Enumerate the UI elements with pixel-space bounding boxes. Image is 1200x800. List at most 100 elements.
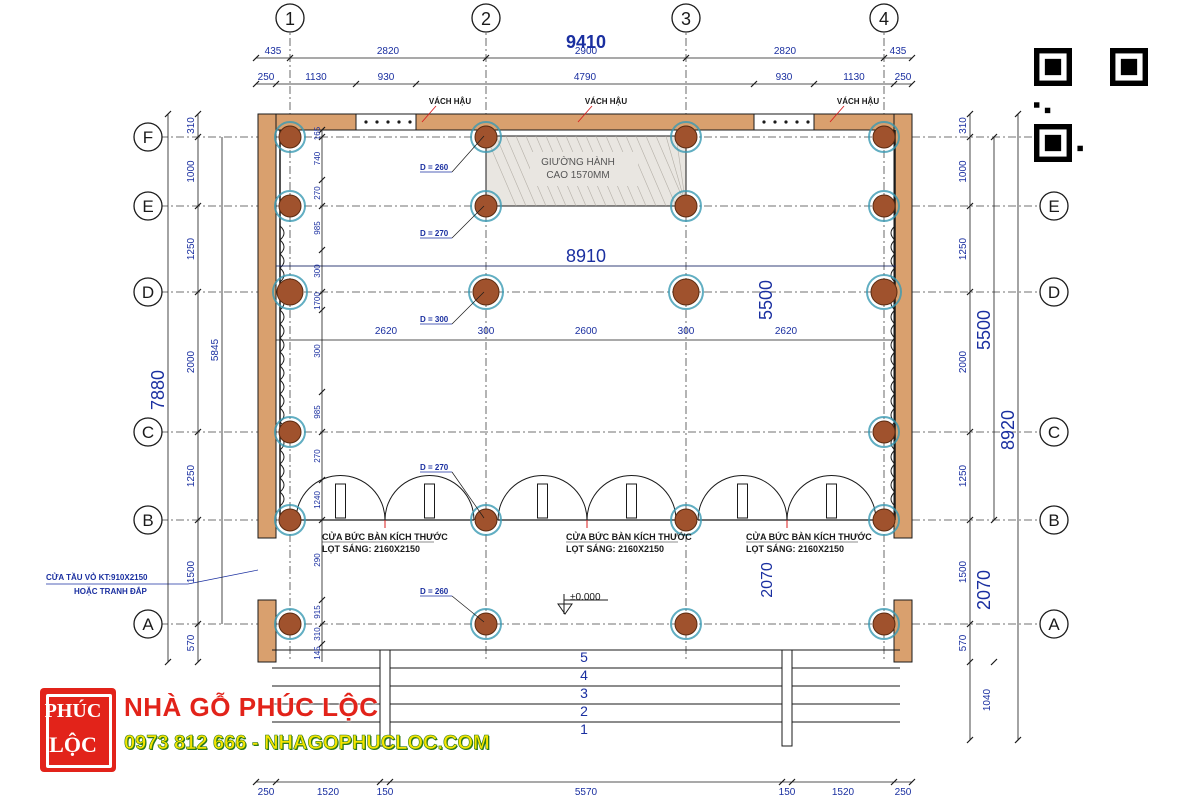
- panel-scallop-left: [279, 267, 285, 283]
- door-leaf: [424, 483, 435, 519]
- dim-top-row1: 2820: [377, 46, 400, 57]
- dim-left-inner: 1700: [313, 292, 322, 310]
- dim-tick: [352, 80, 360, 88]
- dim-tick: [966, 288, 974, 296]
- dim-tick: [890, 80, 898, 88]
- door-swing-arc: [295, 475, 386, 521]
- door-label: CỬA BỨC BÀN KÍCH THƯỚC: [566, 531, 692, 542]
- dim-left-grid: 2000: [186, 350, 197, 373]
- side-door-label: HOẶC TRANH ĐẮP: [74, 587, 148, 596]
- dim-right-grid: 2000: [958, 350, 969, 373]
- window-mark: [408, 120, 412, 124]
- column-ring: [272, 274, 308, 310]
- window-mark: [386, 120, 390, 124]
- door-label: LỌT SÁNG: 2160X2150: [566, 544, 664, 554]
- grid-bubble-col: [869, 3, 899, 33]
- door-leaf: [537, 483, 548, 519]
- dim-tick: [810, 80, 818, 88]
- column: [674, 125, 698, 149]
- qr-module: [1034, 102, 1040, 108]
- stair-rail-left: [379, 649, 391, 747]
- dim-tick: [194, 202, 202, 210]
- label-leader: [451, 135, 485, 173]
- window-mark: [375, 120, 379, 124]
- door-label: CỬA BỨC BÀN KÍCH THƯỚC: [322, 531, 448, 542]
- window-mark: [397, 120, 401, 124]
- dim-bottom: 1520: [317, 787, 340, 798]
- column: [278, 125, 302, 149]
- dim-right-step: 1040: [982, 688, 993, 711]
- back-wall-label: VÁCH HẬU: [585, 97, 627, 106]
- dim-left-inner: 145: [313, 646, 322, 660]
- dim-left-inner: 290: [313, 553, 322, 567]
- column-diameter-label: D = 300: [420, 315, 449, 324]
- dim-left-inner: 300: [313, 344, 322, 358]
- dim-left-grid: 1500: [186, 560, 197, 583]
- dim-tick: [318, 176, 326, 184]
- column-ring: [868, 190, 900, 222]
- label-leader: [577, 105, 593, 123]
- dim-right-grid: 1500: [958, 560, 969, 583]
- column: [674, 612, 698, 636]
- dim-tick: [990, 133, 998, 141]
- dim-tick: [318, 476, 326, 484]
- stair-step-number: 4: [580, 667, 588, 683]
- dim-tick: [318, 596, 326, 604]
- back-wall-label: VÁCH HẬU: [429, 97, 471, 106]
- grid-bubble-col: [275, 3, 305, 33]
- dim-tick: [164, 658, 172, 666]
- dim-tick: [252, 80, 260, 88]
- dim-tick: [318, 306, 326, 314]
- column: [474, 194, 498, 218]
- window-mark: [762, 120, 766, 124]
- brand-logo: PHÚC LỘC: [40, 688, 116, 772]
- interior-front-dim: 2070: [759, 562, 776, 598]
- column: [872, 508, 896, 532]
- column: [872, 612, 896, 636]
- column-diameter-label: D = 270: [420, 229, 449, 238]
- dim-top-row1: 435: [890, 46, 907, 57]
- dim-top-row1: 2820: [774, 46, 797, 57]
- wall-right-upper: [893, 113, 913, 539]
- dim-left-inner: 740: [313, 151, 322, 165]
- back-window: [355, 113, 417, 131]
- door-swing-arc: [384, 475, 475, 521]
- label-leader: [187, 569, 259, 585]
- dim-tick: [966, 202, 974, 210]
- back-window: [753, 113, 815, 131]
- panel-scallop-left: [279, 351, 285, 367]
- dim-bottom: 150: [377, 787, 394, 798]
- dim-tick: [966, 736, 974, 744]
- dim-tick: [272, 80, 280, 88]
- column: [872, 194, 896, 218]
- dim-tick: [318, 126, 326, 134]
- column: [674, 508, 698, 532]
- dim-left-grid: 1250: [186, 237, 197, 260]
- panel-scallop-left: [279, 337, 285, 353]
- dim-left-grid: 570: [186, 634, 197, 651]
- window-mark: [795, 120, 799, 124]
- qr-module: [1044, 107, 1051, 114]
- column-ring: [470, 504, 502, 536]
- dim-top-total: 9410: [566, 32, 606, 52]
- panel-scallop-right: [890, 225, 896, 241]
- dim-tick: [318, 620, 326, 628]
- column: [674, 194, 698, 218]
- grid-bubble-row: [133, 277, 163, 307]
- column: [278, 194, 302, 218]
- window-mark: [364, 120, 368, 124]
- logo-text-top: PHÚC: [44, 700, 102, 722]
- label-leader: [451, 471, 485, 519]
- dim-left-inner: 270: [313, 186, 322, 200]
- column-ring: [274, 504, 306, 536]
- level-label: ±0.000: [570, 592, 601, 603]
- panel-scallop-right: [890, 267, 896, 283]
- dim-tick: [890, 778, 898, 786]
- grid-label-col: 2: [481, 9, 491, 29]
- grid-bubble-col: [471, 3, 501, 33]
- interior-depth-dim: 5500: [756, 280, 776, 320]
- column-ring: [670, 504, 702, 536]
- column-ring: [868, 504, 900, 536]
- panel-scallop-left: [279, 393, 285, 409]
